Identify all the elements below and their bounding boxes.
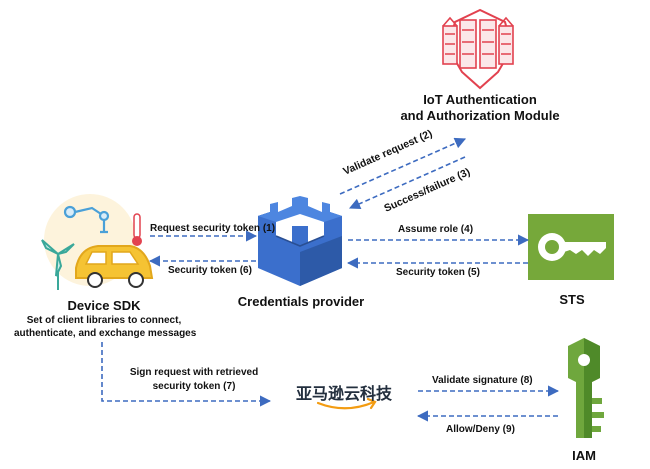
label-security-token-6: Security token (6): [168, 265, 252, 276]
device-sdk-desc-line1: Set of client libraries to connect,: [26, 315, 182, 326]
label-allow-deny: Allow/Deny (9): [446, 424, 515, 435]
sts-title: STS: [559, 292, 585, 307]
iot-firewall-icon: [442, 8, 514, 90]
aws-fortress-icon: [258, 196, 342, 286]
arrow-sign-request: [101, 342, 272, 407]
iam-title: IAM: [572, 448, 596, 463]
label-security-token-5: Security token (5): [396, 267, 480, 278]
iam-key-icon: [568, 338, 604, 438]
key-icon: [528, 214, 614, 280]
label-validate-signature: Validate signature (8): [432, 375, 533, 386]
label-assume-role: Assume role (4): [398, 224, 474, 235]
arrow-success-failure: [348, 156, 466, 210]
aws-logo-text: 亚马逊云科技: [295, 384, 392, 403]
label-validate-request: Validate request (2): [341, 128, 434, 178]
label-sign-request-line2: security token (7): [152, 381, 236, 392]
iot-auth-title-line2: and Authorization Module: [400, 108, 560, 123]
credentials-provider-title: Credentials provider: [237, 294, 365, 309]
device-sdk-title: Device SDK: [67, 298, 141, 313]
iot-devices-icon: [41, 194, 154, 290]
label-request-security-token: Request security token (1): [150, 223, 276, 234]
arrow-validate-request: [339, 137, 467, 195]
label-sign-request-line1: Sign request with retrieved: [129, 367, 259, 378]
device-sdk-desc-line2: authenticate, and exchange messages: [14, 328, 197, 339]
iot-auth-title-line1: IoT Authentication: [423, 92, 537, 107]
amazon-smile-icon: [316, 397, 377, 410]
